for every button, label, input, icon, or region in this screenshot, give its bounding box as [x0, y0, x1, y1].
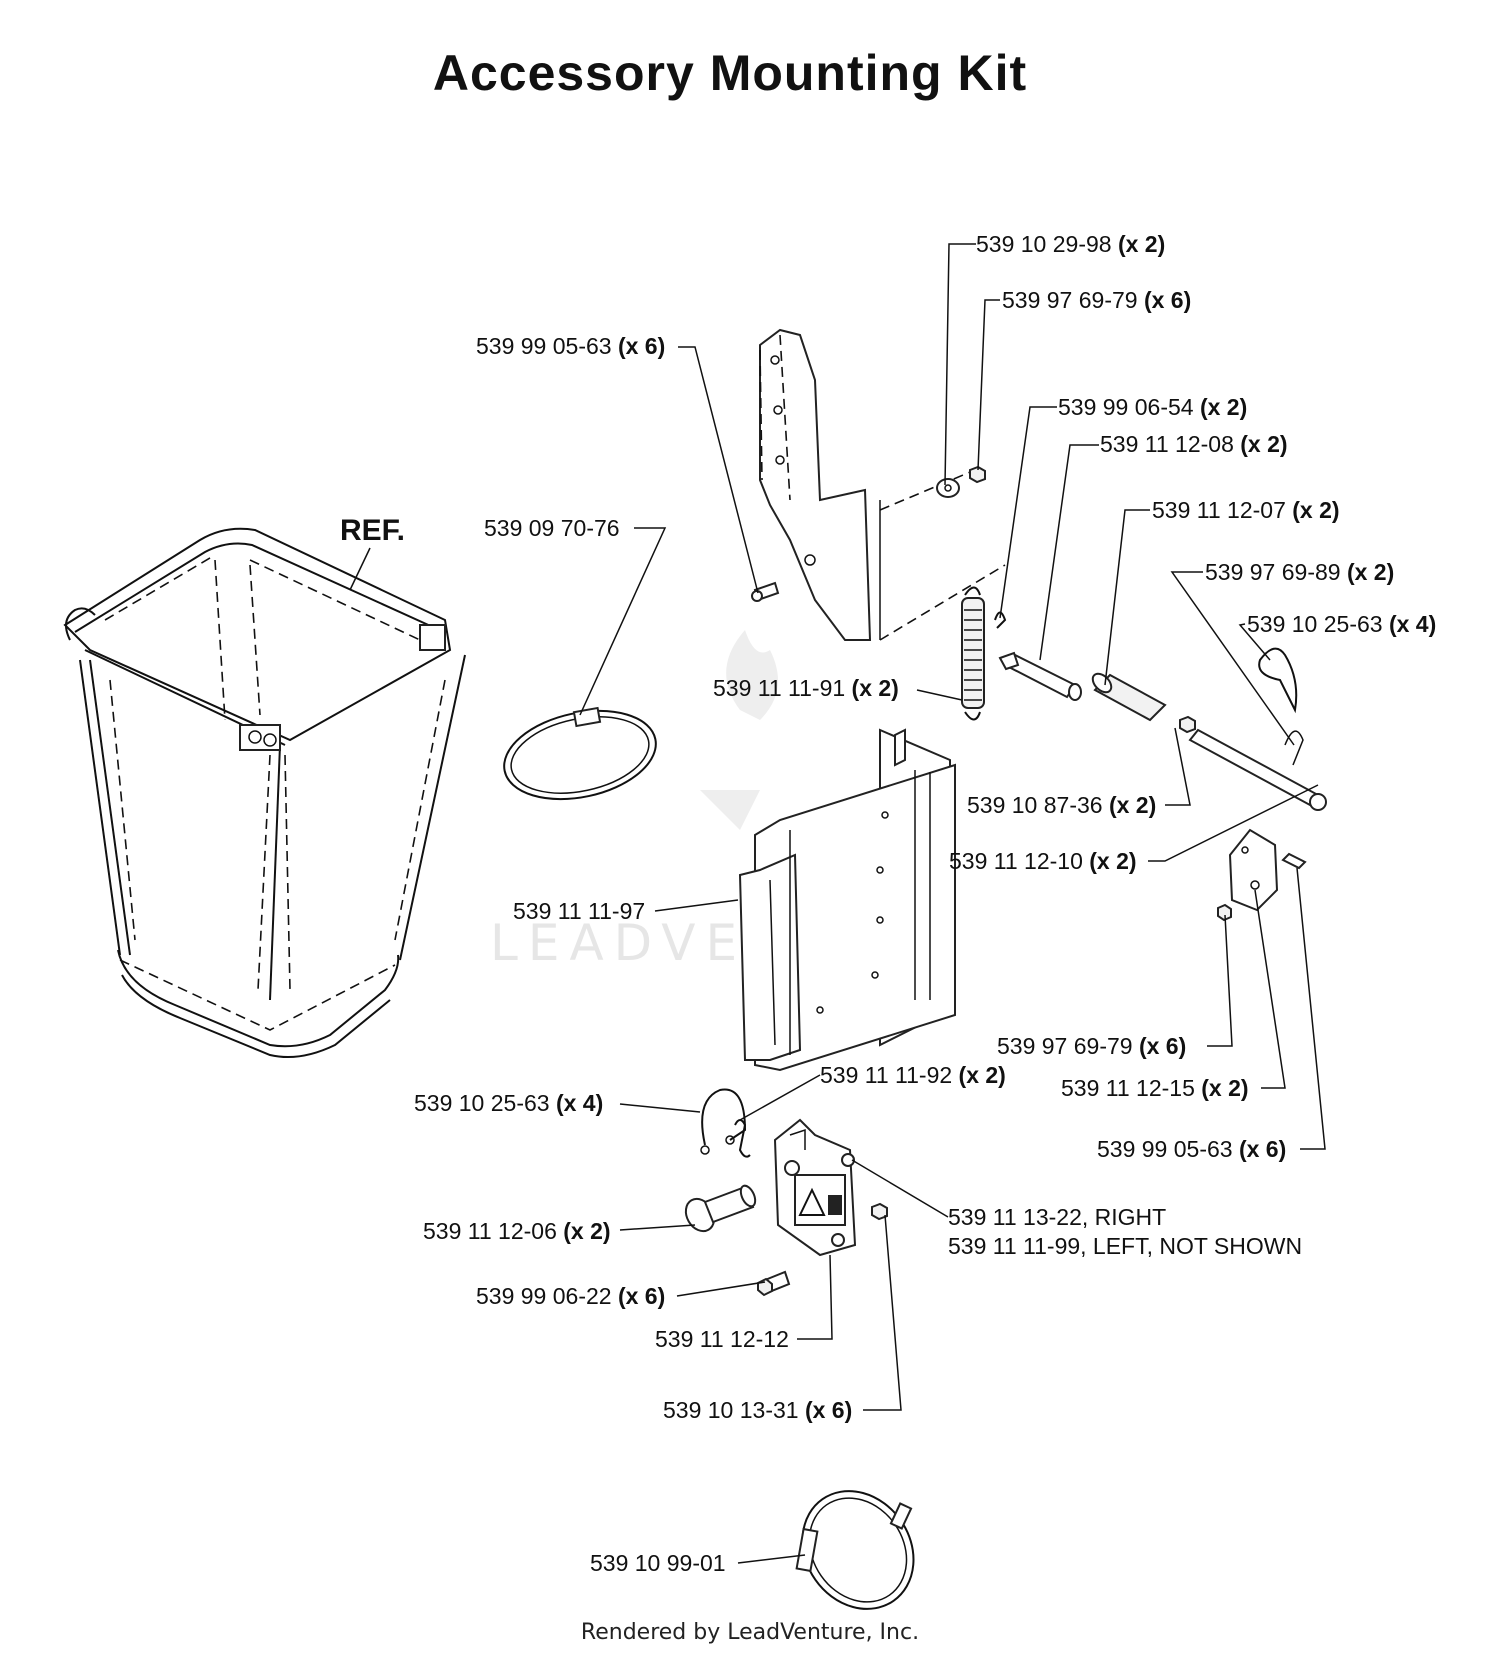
callout-label: 539 11 12-06 (x 2) — [423, 1218, 611, 1244]
callout-label: 539 10 99-01 — [590, 1550, 726, 1576]
extension-spring — [961, 586, 985, 721]
callout-label: 539 99 05-63 (x 6) — [476, 333, 665, 359]
callout-label: 539 99 06-54 (x 2) — [1058, 394, 1247, 420]
callout-label: 539 09 70-76 — [484, 515, 620, 541]
callout-label: 539 10 29-98 (x 2) — [976, 231, 1165, 257]
footer-credit: Rendered by LeadVenture, Inc. — [580, 1620, 920, 1645]
lower-nut — [871, 1202, 888, 1221]
assembly-line-1 — [879, 469, 976, 511]
callout-label: 539 10 25-63 (x 4) — [414, 1090, 603, 1116]
callout-label: 539 97 69-79 (x 6) — [997, 1033, 1186, 1059]
pivot-bracket — [1217, 828, 1307, 922]
grass-bag-ref: REF. — [63, 514, 466, 1058]
long-rod — [1188, 728, 1327, 811]
callout-label: 539 99 06-22 (x 6) — [476, 1283, 665, 1309]
lower-clip — [734, 1119, 751, 1158]
callout-label: 539 11 11-91 (x 2) — [713, 675, 899, 701]
callout-label: 539 97 69-79 (x 6) — [1002, 287, 1191, 313]
ref-label: REF. — [340, 514, 405, 547]
leader-lines — [579, 243, 1326, 1564]
sleeve-tube — [1091, 672, 1167, 722]
callout-label: 539 11 12-12 — [655, 1326, 789, 1352]
lower-bolt — [757, 1270, 791, 1297]
washer-and-nut — [936, 465, 986, 498]
callout-label: 539 11 11-97 — [513, 898, 645, 924]
callout-label: 539 11 12-15 (x 2) — [1061, 1075, 1249, 1101]
callout-label: 539 99 05-63 (x 6) — [1097, 1136, 1286, 1162]
clevis-pin — [684, 1184, 757, 1233]
callout-label: 539 11 12-10 (x 2) — [949, 848, 1137, 874]
side-bracket-right — [773, 1118, 857, 1257]
l-rod — [998, 651, 1082, 701]
hairpin-cotter-lower — [700, 1088, 747, 1155]
upper-mounting-plate — [751, 328, 872, 641]
callout-label: 539 10 13-31 (x 6) — [663, 1397, 852, 1423]
page-title: Accessory Mounting Kit — [432, 45, 1028, 101]
callout-label: 539 10 87-36 (x 2) — [967, 792, 1156, 818]
hose-clamp-upper — [503, 706, 657, 801]
hairpin-cotter-upper — [1258, 647, 1304, 766]
callout-label: 539 11 11-92 (x 2) — [820, 1062, 1006, 1088]
callout-label: 539 11 13-22, RIGHT — [948, 1204, 1166, 1230]
callout-label: 539 11 11-99, LEFT, NOT SHOWN — [948, 1233, 1302, 1259]
center-frame-plate — [738, 728, 956, 1072]
callout-label: 539 97 69-89 (x 2) — [1205, 559, 1394, 585]
callout-label: 539 11 12-07 (x 2) — [1152, 497, 1340, 523]
callout-labels: 539 10 29-98 (x 2) 539 97 69-79 (x 6) 53… — [414, 231, 1436, 1576]
assembly-line-2 — [879, 564, 1006, 641]
spacer-nut — [1179, 715, 1196, 734]
hose-clamp-lower — [795, 1490, 915, 1610]
callout-label: 539 11 12-08 (x 2) — [1100, 431, 1288, 457]
callout-label: 539 10 25-63 (x 4) — [1247, 611, 1436, 637]
